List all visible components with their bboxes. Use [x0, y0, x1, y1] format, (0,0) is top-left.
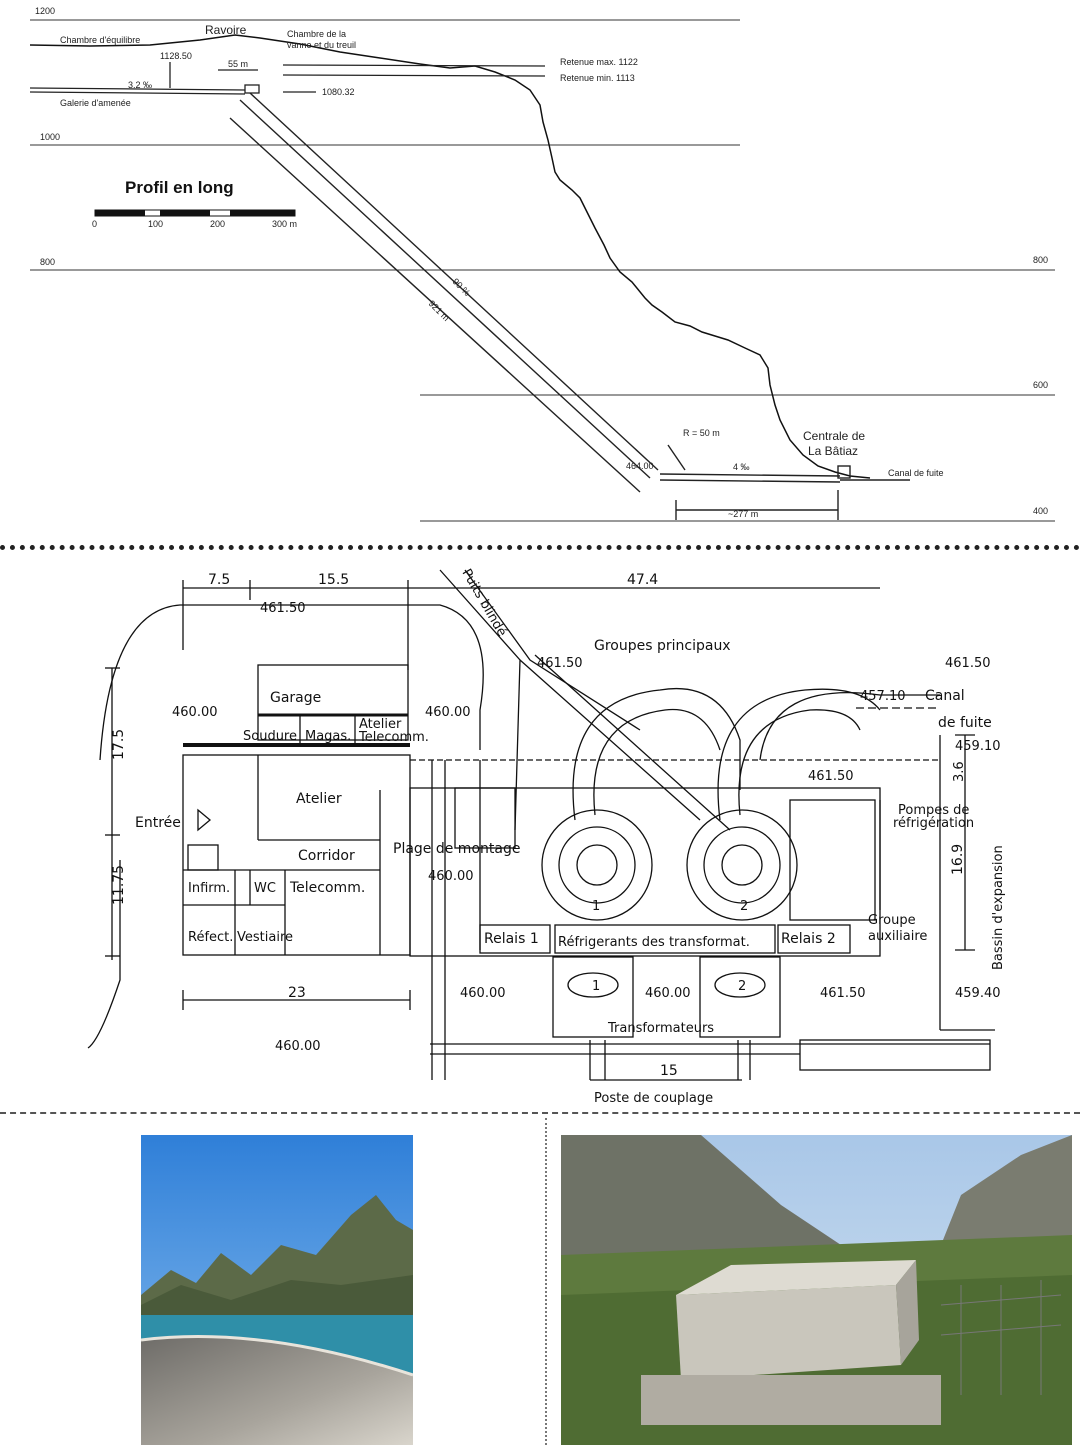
elev-label-800-left: 800: [40, 257, 55, 267]
label-dist-55: 55 m: [228, 59, 248, 69]
label-chambre-vanne-1: Chambre de la: [287, 29, 346, 39]
elev-460-00-f: 460.00: [275, 1039, 321, 1054]
label-groupe-auxiliaire-2: auxiliaire: [868, 929, 927, 944]
label-ravoire: Ravoire: [205, 23, 247, 37]
room-entree: Entrée: [135, 815, 181, 831]
label-slope-32: 3.2 ‰: [128, 80, 152, 90]
room-atelier-telecomm-1: Atelier: [359, 717, 402, 732]
elev-460-00-a: 460.00: [172, 705, 218, 720]
dim-15: 15: [660, 1063, 678, 1079]
section-separator-dotted: [0, 545, 1080, 550]
room-infirm: Infirm.: [188, 881, 230, 896]
profile-title: Profil en long: [125, 178, 234, 197]
power-station-photo: [561, 1135, 1072, 1445]
label-centrale-2: La Bâtiaz: [808, 444, 858, 458]
label-transformateurs: Transformateurs: [607, 1021, 714, 1036]
dim-7-5: 7.5: [208, 572, 230, 588]
label-retenue-min: Retenue min. 1113: [560, 73, 635, 83]
elev-label-800-right: 800: [1033, 255, 1048, 265]
photo-separator: [545, 1118, 547, 1445]
room-wc: WC: [254, 881, 276, 896]
label-elev-108032: 1080.32: [322, 87, 355, 97]
label-groupes-principaux: Groupes principaux: [594, 638, 731, 654]
label-galerie: Galerie d'amenée: [60, 98, 131, 108]
room-atelier: Atelier: [296, 791, 342, 807]
plan-linework: [87, 569, 995, 1081]
elevation-grid: [30, 19, 1055, 522]
label-elev-112850: 1128.50: [160, 51, 192, 61]
elev-460-00-e: 460.00: [645, 986, 691, 1001]
label-slope-4: 4 ‰: [733, 462, 750, 472]
elev-461-50-c: 461.50: [945, 656, 991, 671]
elev-label-400: 400: [1033, 506, 1048, 516]
elev-457-10: 457.10: [860, 689, 906, 704]
label-transformer-2: 2: [738, 979, 746, 994]
label-chambre-equilibre: Chambre d'équilibre: [60, 35, 140, 45]
dim-23: 23: [288, 985, 306, 1001]
dim-11-75: 11.75: [111, 865, 127, 905]
label-relais-2: Relais 2: [781, 931, 836, 947]
label-transformer-1: 1: [592, 979, 600, 994]
room-telecomm: Telecomm.: [289, 880, 365, 896]
section-separator-dashed: [0, 1112, 1080, 1114]
elev-460-00-b: 460.00: [425, 705, 471, 720]
elev-461-50-a: 461.50: [260, 601, 306, 616]
elev-461-50-e: 461.50: [820, 986, 866, 1001]
elev-label-600: 600: [1033, 380, 1048, 390]
scale-tick-100: 100: [148, 219, 163, 229]
dim-47-4: 47.4: [627, 572, 658, 588]
elev-461-50-d: 461.50: [808, 769, 854, 784]
scale-tick-300: 300 m: [272, 219, 297, 229]
scale-bar: [94, 209, 296, 217]
elev-460-00-c: 460.00: [428, 869, 474, 884]
terrain-profile-line: [29, 34, 871, 479]
label-canal: Canal: [925, 688, 965, 704]
label-chambre-vanne-2: vanne et du treuil: [287, 40, 356, 50]
label-radius: R = 50 m: [683, 428, 720, 438]
label-pompes-1: Pompes de: [898, 803, 969, 818]
room-soudure: Soudure: [243, 729, 297, 744]
longitudinal-profile: 1200 1000 800 800 600 400 Profil en: [29, 6, 1055, 522]
label-canal-fuite: Canal de fuite: [888, 468, 944, 478]
scale-tick-200: 200: [210, 219, 225, 229]
room-garage: Garage: [270, 690, 321, 706]
dim-17-5: 17.5: [111, 729, 127, 760]
label-poste-couplage: Poste de couplage: [594, 1091, 713, 1106]
dim-3-6: 3.6: [952, 761, 967, 782]
room-refect: Réfect.: [188, 930, 233, 945]
label-unit-1: 1: [592, 899, 600, 914]
galerie-amenee: [29, 62, 546, 95]
floor-plan: 7.5 15.5 47.4 17.5 11.75 23 15 3.6 16.9 …: [87, 567, 1006, 1106]
label-dist-277: ~277 m: [728, 509, 758, 519]
room-corridor: Corridor: [298, 848, 355, 864]
dim-15-5: 15.5: [318, 572, 349, 588]
elev-459-10: 459.10: [955, 739, 1001, 754]
label-de-fuite: de fuite: [938, 715, 992, 731]
room-magas: Magas.: [305, 729, 351, 744]
penstock-pipe: [229, 92, 910, 520]
room-atelier-telecomm-2: Telecomm.: [358, 730, 429, 745]
label-puits-blinde: Puits blindé: [459, 567, 510, 640]
label-groupe-auxiliaire-1: Groupe: [868, 913, 916, 928]
elev-label-1000: 1000: [40, 132, 60, 142]
label-unit-2: 2: [740, 899, 748, 914]
label-length-921: 921 m: [427, 298, 452, 323]
label-refrigerants: Réfrigerants des transformat.: [558, 935, 750, 950]
label-bassin-expansion: Bassin d'expansion: [991, 845, 1006, 970]
dam-photo: [141, 1135, 413, 1445]
elev-461-50-b: 461.50: [537, 656, 583, 671]
elev-label-1200: 1200: [35, 6, 55, 16]
label-elev-46400: 464.00: [626, 461, 654, 471]
label-retenue-max: Retenue max. 1122: [560, 57, 638, 67]
room-plage-montage: Plage de montage: [393, 841, 520, 857]
dim-16-9: 16.9: [950, 844, 966, 875]
elev-459-40: 459.40: [955, 986, 1001, 1001]
label-centrale-1: Centrale de: [803, 429, 865, 443]
elev-460-00-d: 460.00: [460, 986, 506, 1001]
room-vestiaire: Vestiaire: [237, 930, 293, 945]
scale-tick-0: 0: [92, 219, 97, 229]
label-relais-1: Relais 1: [484, 931, 539, 947]
label-pompes-2: réfrigération: [893, 816, 974, 831]
